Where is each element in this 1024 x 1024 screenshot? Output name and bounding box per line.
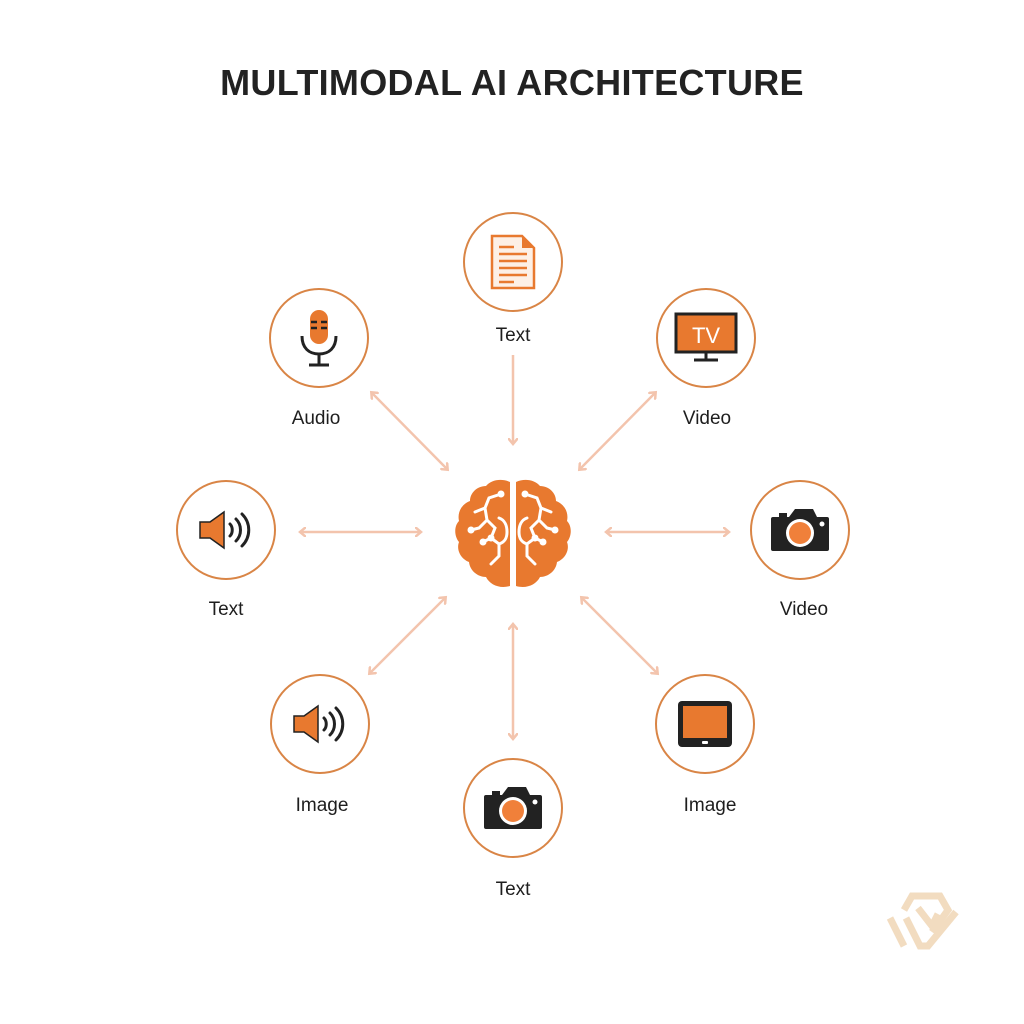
tablet-icon bbox=[678, 701, 732, 747]
arrow-top-right bbox=[580, 393, 655, 469]
camera-icon bbox=[771, 509, 829, 551]
node-right-label: Video bbox=[779, 599, 829, 620]
node-top-left-audio[interactable] bbox=[269, 288, 369, 388]
diagram-title: MULTIMODAL AI ARCHITECTURE bbox=[220, 62, 804, 103]
node-top-right-video[interactable]: TV bbox=[656, 288, 756, 388]
speaker-icon bbox=[199, 510, 251, 550]
arrow-top-left bbox=[372, 393, 447, 469]
arrow-bottom-right bbox=[582, 598, 657, 673]
speaker-icon bbox=[293, 704, 345, 744]
tv-icon: TV bbox=[674, 312, 738, 362]
node-right-video[interactable] bbox=[750, 480, 850, 580]
node-bottom-left-label: Image bbox=[295, 795, 349, 816]
node-left-label: Text bbox=[208, 599, 244, 620]
brain-icon bbox=[455, 479, 571, 587]
svg-text:TV: TV bbox=[692, 323, 720, 348]
node-bottom-right-image[interactable] bbox=[655, 674, 755, 774]
camera-icon bbox=[484, 787, 542, 829]
node-top-left-label: Audio bbox=[291, 408, 341, 429]
brand-logo-icon bbox=[886, 892, 959, 950]
node-top-label: Text bbox=[495, 325, 531, 346]
node-bottom-label: Text bbox=[495, 879, 531, 900]
arrow-bottom-left bbox=[370, 598, 445, 673]
node-bottom-right-label: Image bbox=[683, 795, 737, 816]
document-icon bbox=[490, 234, 536, 290]
node-top-text[interactable] bbox=[463, 212, 563, 312]
node-bottom-left-image[interactable] bbox=[270, 674, 370, 774]
node-left-text[interactable] bbox=[176, 480, 276, 580]
node-top-right-label: Video bbox=[682, 408, 732, 429]
microphone-icon bbox=[300, 310, 338, 367]
node-bottom-text[interactable] bbox=[463, 758, 563, 858]
